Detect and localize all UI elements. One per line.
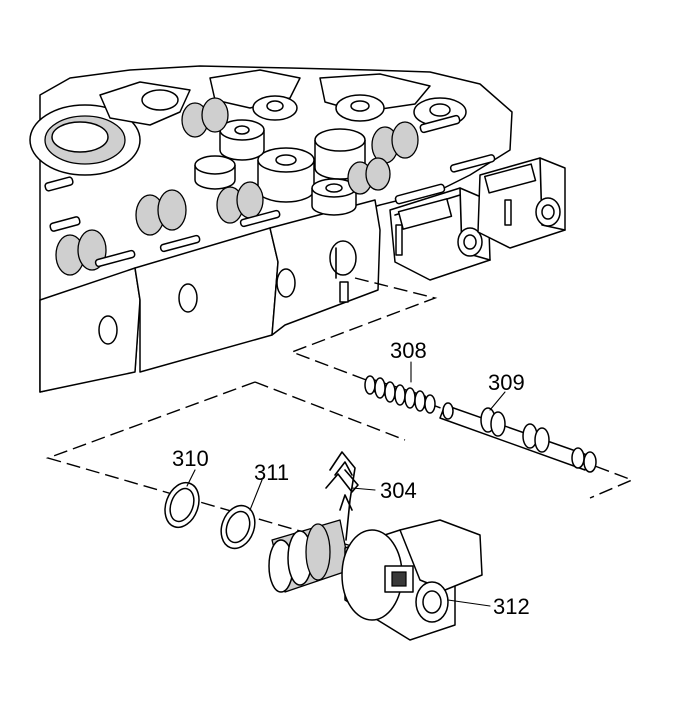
spring-308 xyxy=(364,375,436,414)
callout-310: 310 xyxy=(172,446,209,471)
callout-311: 311 xyxy=(254,460,289,485)
leader-lines xyxy=(186,361,506,607)
spool-lobes xyxy=(55,97,419,276)
o-ring-310 xyxy=(164,481,200,529)
o-ring-311 xyxy=(220,504,256,550)
callout-312: 312 xyxy=(493,594,530,619)
installed-solenoids xyxy=(389,157,566,281)
clip-304 xyxy=(325,451,359,541)
alignment-lines xyxy=(45,277,634,561)
solenoid-312 xyxy=(268,519,483,641)
valve-309 xyxy=(439,402,597,473)
callout-309: 309 xyxy=(488,370,525,395)
callout-304: 304 xyxy=(380,478,417,503)
valve-body xyxy=(29,65,566,393)
callout-308: 308 xyxy=(390,338,427,363)
